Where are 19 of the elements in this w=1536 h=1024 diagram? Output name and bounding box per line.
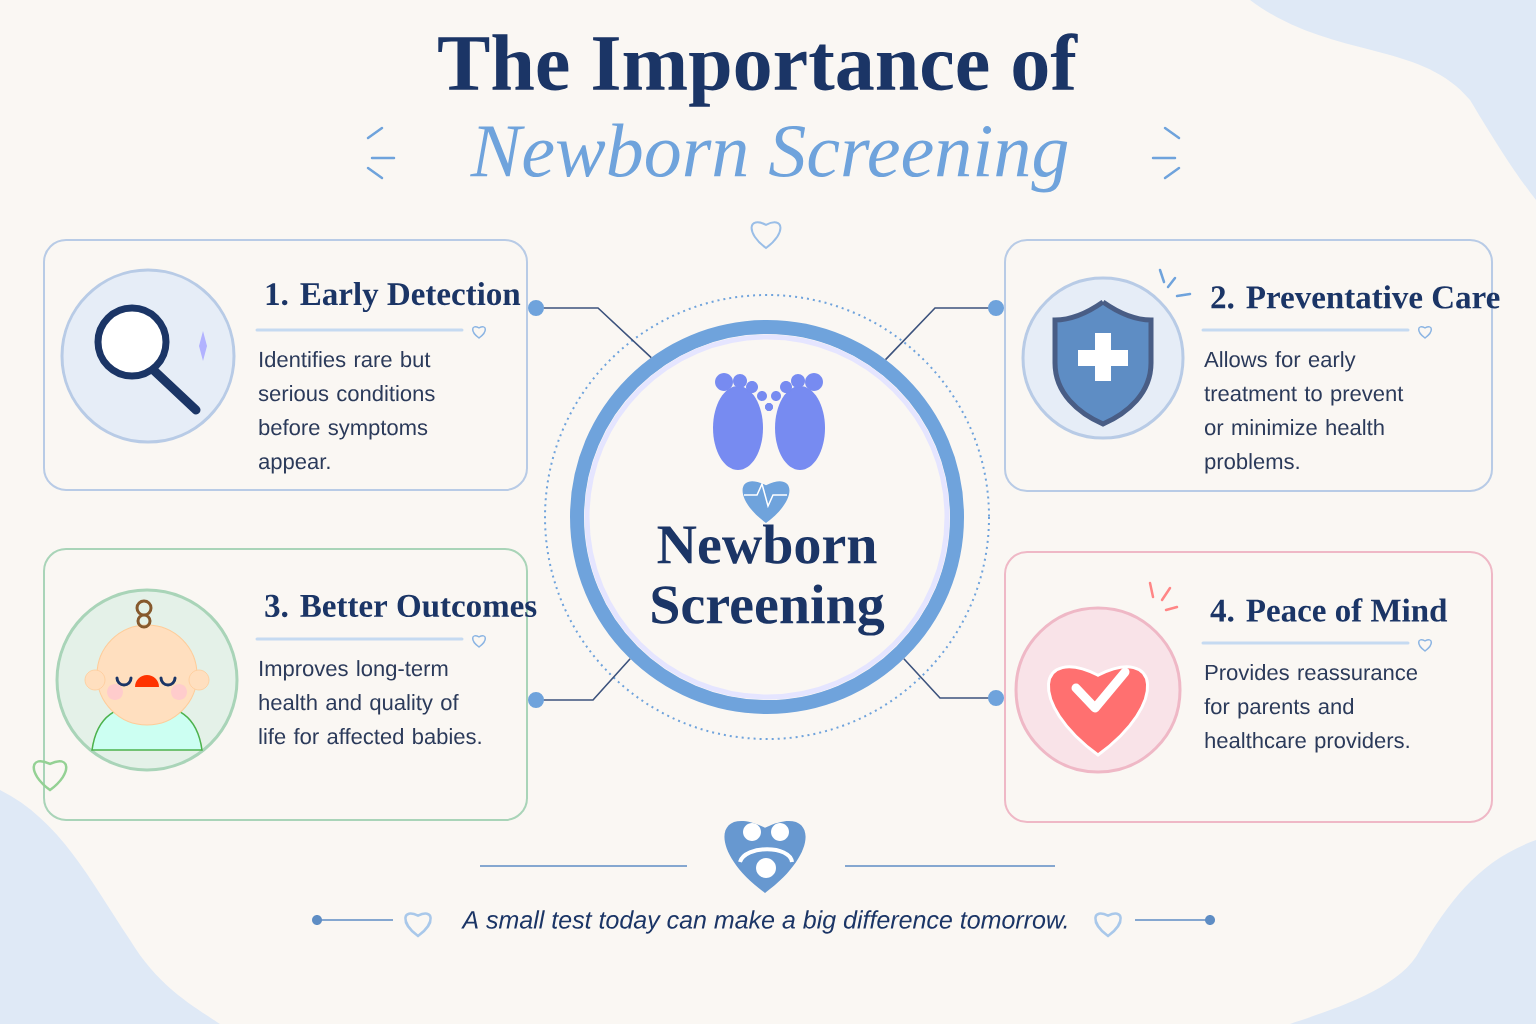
card-text: Improves long-term health and quality of life for affected babies. <box>259 660 481 745</box>
info-card <box>1004 551 1493 823</box>
card-heading: 4. Peace of Mind <box>1210 598 1448 622</box>
card-heading: 3. Better Outcomes <box>265 594 537 618</box>
info-card <box>43 239 528 491</box>
card-text: Provides reassurance for parents and healthcare providers. <box>1204 664 1418 753</box>
card-heading: 2. Preventative Care <box>1211 285 1500 309</box>
connector <box>903 657 1004 706</box>
tagline: A small test today can make a big difference tomorrow. <box>461 910 1067 934</box>
card-heading: 1. Early Detection <box>266 282 521 312</box>
connector <box>528 657 631 708</box>
card-text: Identifies rare but serious conditions before symptoms appear. <box>258 351 435 474</box>
connector <box>884 300 1004 361</box>
info-card <box>32 548 537 821</box>
card-text: Allows for early treatment to prevent or minimize health problems. <box>1204 351 1404 474</box>
info-card <box>1004 239 1500 492</box>
connector <box>528 300 652 359</box>
title: Newborn Screening <box>470 123 1068 193</box>
title: The Importance of <box>438 33 1078 107</box>
